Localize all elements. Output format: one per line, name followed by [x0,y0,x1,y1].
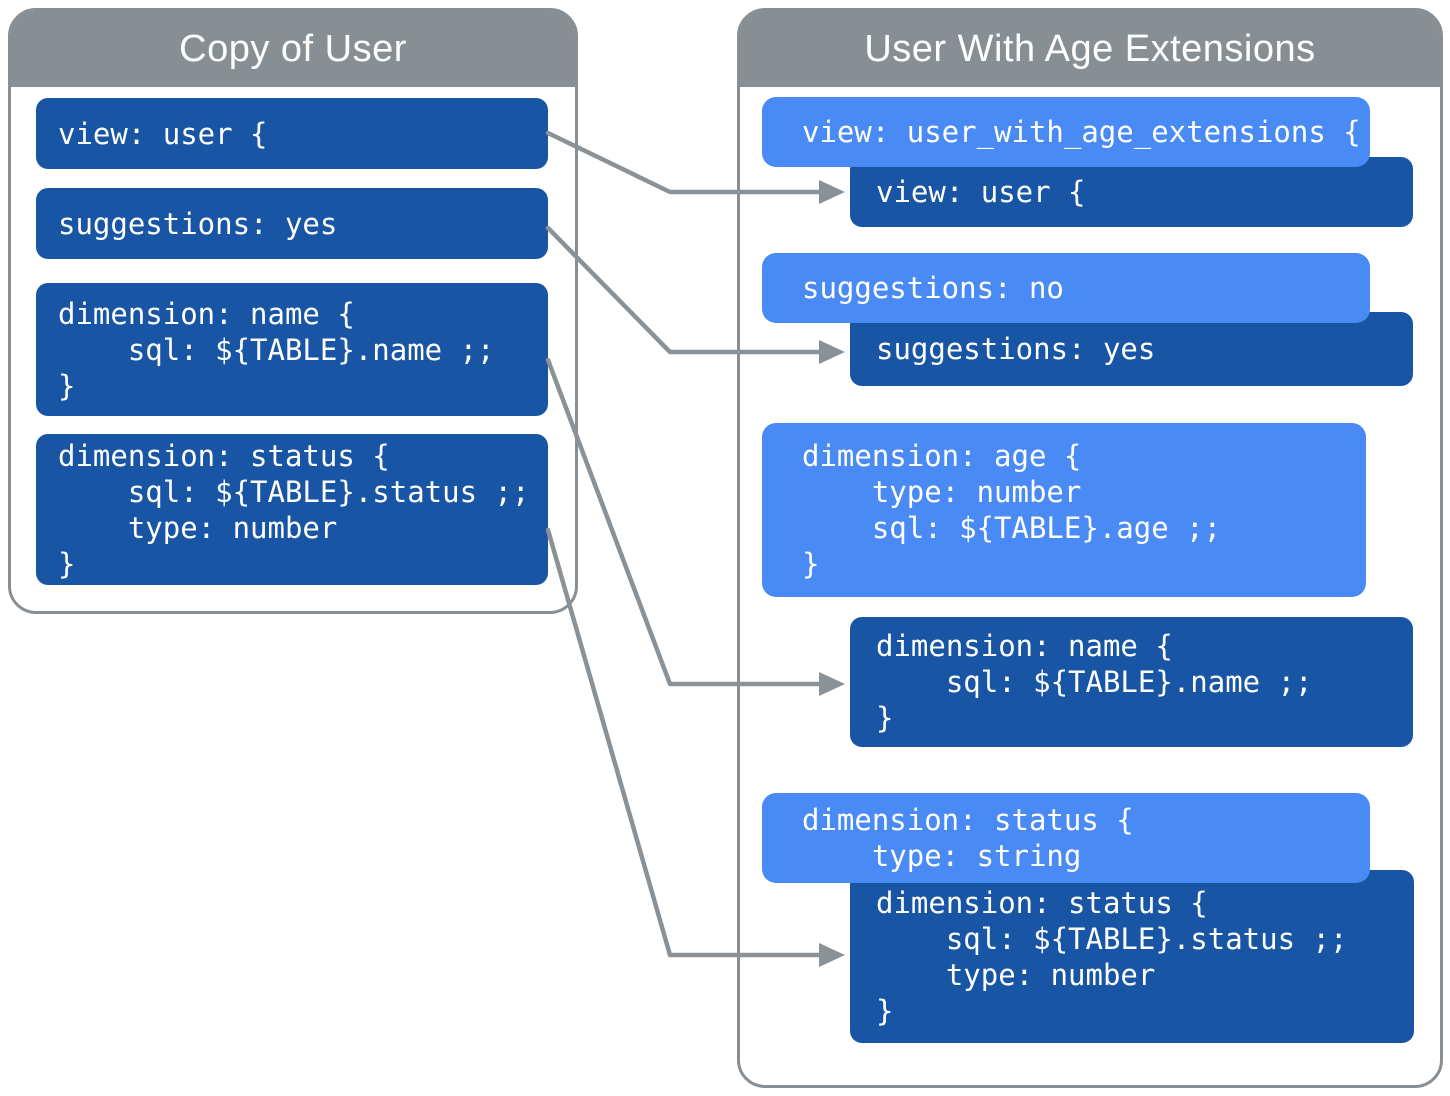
panel-title: Copy of User [179,27,407,70]
code-text: dimension: status { type: string [802,803,1134,873]
code-block-suggestions-yes-inherited: suggestions: yes [850,312,1413,386]
code-block-suggestions-yes: suggestions: yes [36,188,548,259]
code-text: dimension: age { type: number sql: ${TAB… [802,439,1222,581]
code-block-dimension-status-inherited: dimension: status { sql: ${TABLE}.status… [850,870,1414,1043]
code-block-dimension-status-override: dimension: status { type: string [762,793,1370,883]
code-text: view: user { [876,175,1086,209]
copy-of-user-panel: Copy of User view: user { suggestions: y… [8,8,578,614]
code-text: view: user_with_age_extensions { [802,115,1361,149]
code-text: dimension: status { sql: ${TABLE}.status… [58,438,530,581]
code-block-dimension-name-inherited: dimension: name { sql: ${TABLE}.name ;; … [850,617,1413,747]
code-block-suggestions-no: suggestions: no [762,253,1370,323]
code-block-view-extended: view: user_with_age_extensions { [762,97,1370,167]
code-text: suggestions: no [802,271,1064,305]
code-text: suggestions: yes [58,206,338,241]
code-text: dimension: status { sql: ${TABLE}.status… [876,885,1348,1028]
panel-title: User With Age Extensions [864,27,1316,70]
code-block-dimension-age: dimension: age { type: number sql: ${TAB… [762,423,1366,597]
copy-of-user-header: Copy of User [11,11,575,87]
user-with-age-extensions-header: User With Age Extensions [740,11,1440,87]
code-text: dimension: name { sql: ${TABLE}.name ;; … [58,296,495,403]
code-text: view: user { [58,116,268,151]
code-text: suggestions: yes [876,332,1156,366]
code-block-dimension-name: dimension: name { sql: ${TABLE}.name ;; … [36,283,548,416]
code-block-view-user-inherited: view: user { [850,157,1413,227]
code-block-dimension-status: dimension: status { sql: ${TABLE}.status… [36,434,548,585]
user-with-age-extensions-panel: User With Age Extensions view: user_with… [737,8,1443,1088]
code-text: dimension: name { sql: ${TABLE}.name ;; … [876,629,1313,735]
code-block-view-user: view: user { [36,98,548,169]
